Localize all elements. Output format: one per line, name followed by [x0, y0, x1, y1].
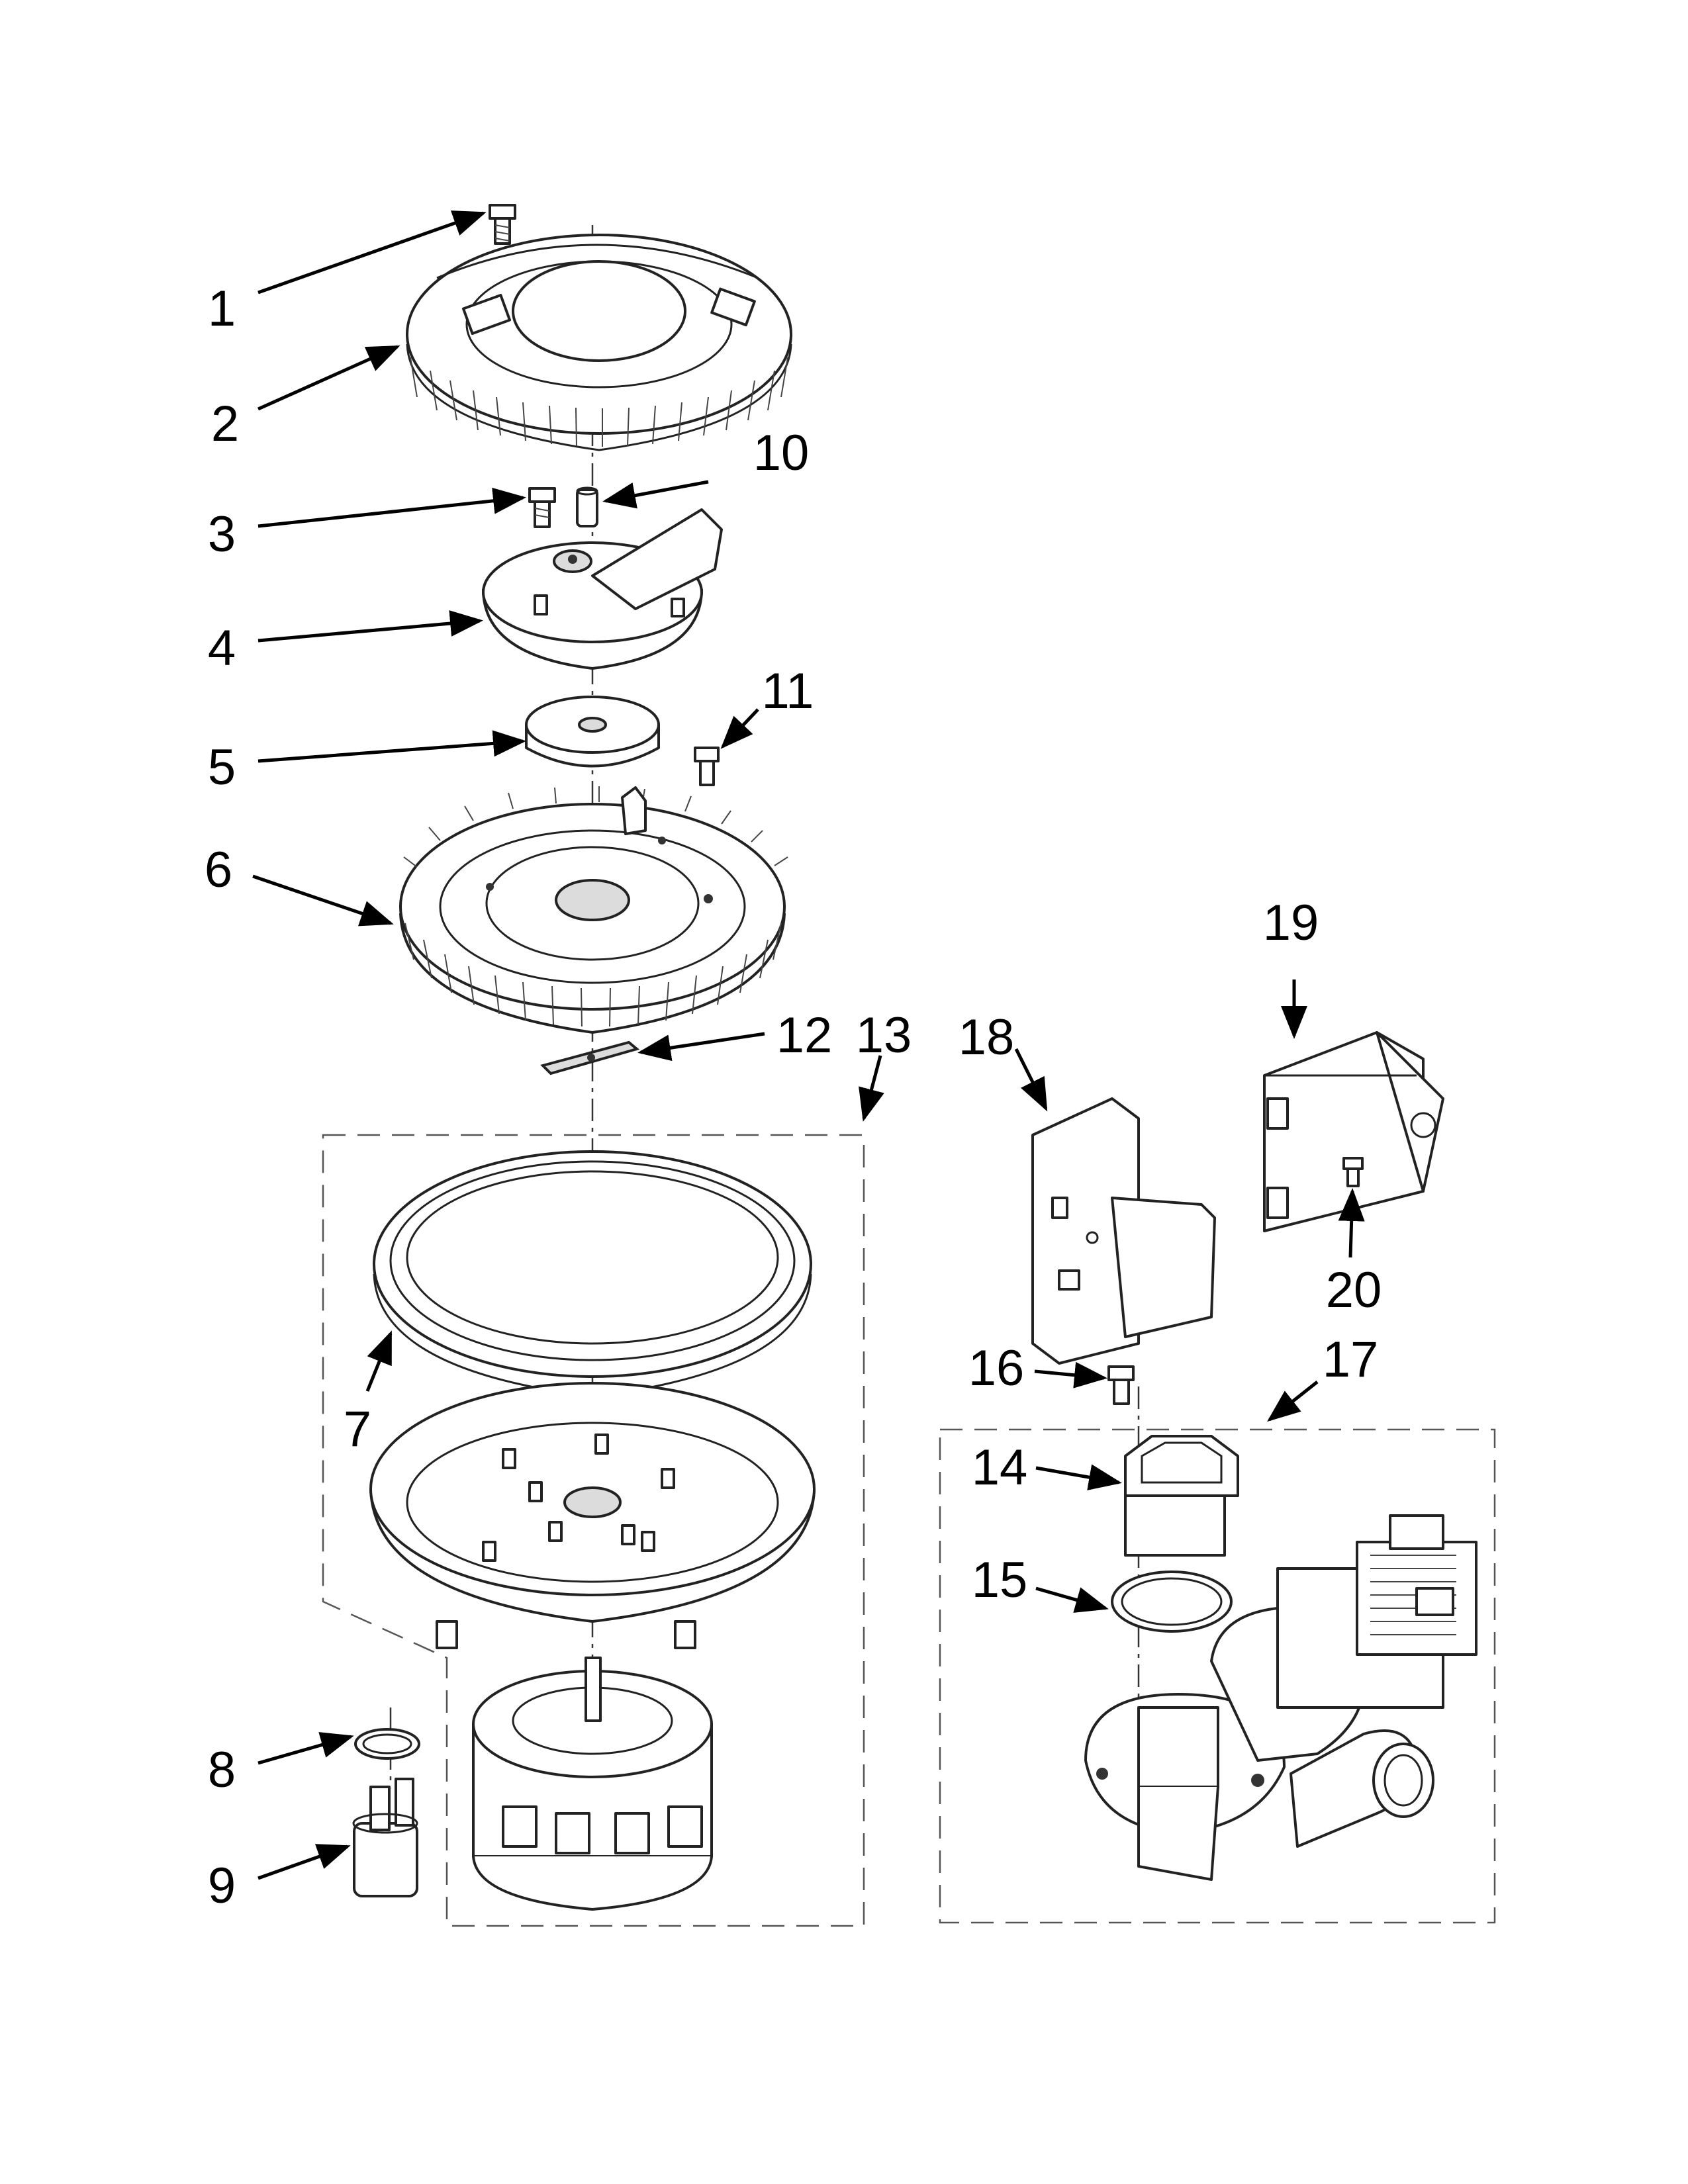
- wash-motor-part: [472, 1657, 713, 1911]
- leader-18: [1014, 1048, 1048, 1112]
- group-box-17: [939, 1428, 1496, 1924]
- callout-11: 11: [762, 663, 814, 719]
- pump-cover-part: [482, 508, 723, 670]
- leader-6: [252, 874, 394, 927]
- callout-6: 6: [205, 842, 232, 898]
- valve-cap-part-14: [1124, 1435, 1239, 1557]
- callout-9: 9: [208, 1858, 236, 1914]
- leader-13: [859, 1055, 884, 1122]
- callout-18: 18: [959, 1009, 1015, 1066]
- callout-8: 8: [208, 1742, 236, 1798]
- callout-labels: 1 2 3 4 5 6 7 8 9 10 11 12 13 14 15 16 1…: [205, 281, 1382, 1914]
- screw-part-16: [1107, 1365, 1135, 1405]
- seal-ring-part: [373, 1150, 812, 1398]
- leader-8: [258, 1732, 354, 1765]
- leader-4: [258, 610, 483, 643]
- impeller-disc-part: [525, 696, 660, 768]
- sensor-part-9: [352, 1778, 418, 1897]
- cover-ring-part: [406, 234, 792, 451]
- bracket-part-18: [1031, 1097, 1216, 1365]
- callout-16: 16: [968, 1340, 1025, 1396]
- screw-part-1: [489, 204, 516, 245]
- leader-7: [365, 1330, 393, 1392]
- leader-15: [1035, 1586, 1109, 1613]
- leader-12: [637, 1032, 765, 1062]
- o-ring-part-15: [1111, 1570, 1233, 1633]
- callout-14: 14: [972, 1439, 1028, 1496]
- callout-12: 12: [776, 1007, 833, 1064]
- screw-part-3: [528, 487, 556, 528]
- callout-7: 7: [344, 1401, 371, 1457]
- callout-10: 10: [753, 425, 810, 481]
- finned-housing-part: [399, 786, 788, 1034]
- leader-5: [258, 730, 526, 763]
- callout-17: 17: [1323, 1332, 1379, 1388]
- leader-arrows: [252, 210, 1365, 1880]
- leader-14: [1035, 1464, 1122, 1490]
- leader-11: [720, 708, 759, 749]
- leader-10: [602, 480, 709, 509]
- leader-1: [258, 210, 487, 295]
- leader-9: [258, 1844, 351, 1880]
- callout-4: 4: [208, 620, 236, 676]
- drain-pump-part-17: [1084, 1514, 1477, 1881]
- leader-20: [1338, 1188, 1365, 1258]
- leader-17: [1267, 1381, 1319, 1422]
- gasket-tab-part: [540, 1040, 640, 1075]
- leader-2: [257, 345, 400, 411]
- callout-5: 5: [208, 739, 236, 796]
- callout-13: 13: [856, 1007, 912, 1064]
- callout-3: 3: [208, 506, 236, 563]
- callout-2: 2: [211, 396, 239, 452]
- sump-basin-part: [369, 1382, 816, 1649]
- pin-part-10: [576, 486, 598, 527]
- group-box-13: [322, 1134, 865, 1927]
- leader-16: [1034, 1361, 1107, 1388]
- o-ring-part-8: [354, 1728, 420, 1760]
- leader-3: [258, 487, 526, 528]
- callout-19: 19: [1263, 895, 1319, 951]
- callout-20: 20: [1326, 1262, 1382, 1318]
- callout-15: 15: [972, 1552, 1028, 1608]
- control-box-part-19: [1263, 1031, 1444, 1232]
- screw-part-20: [1342, 1157, 1364, 1187]
- callout-1: 1: [208, 281, 236, 337]
- screw-part-11: [694, 747, 720, 786]
